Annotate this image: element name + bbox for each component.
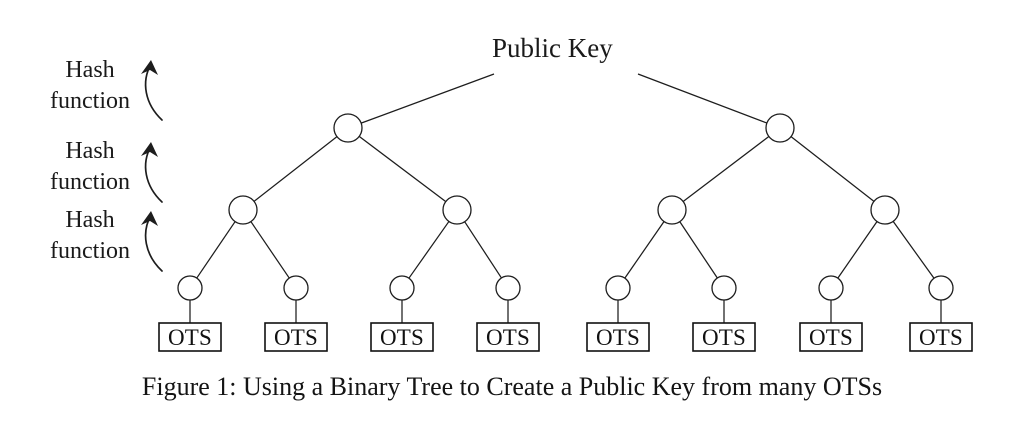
ots-box-3[interactable]: OTS bbox=[370, 322, 434, 352]
ots-leaf-boxes: OTS OTS OTS OTS OTS OTS OTS OTS bbox=[158, 322, 973, 352]
edge-l2-2-leaf-1 bbox=[408, 221, 450, 279]
tree-node-leaf-hash-level-2[interactable] bbox=[283, 275, 309, 301]
ots-box-label-4: OTS bbox=[486, 325, 530, 350]
hash-label-1-line2: function bbox=[50, 87, 130, 114]
edge-public-key-2 bbox=[637, 73, 768, 124]
edge-l2-4-leaf-2 bbox=[892, 221, 935, 279]
tree-node-leaf-hash-level-8[interactable] bbox=[928, 275, 954, 301]
ots-box-2[interactable]: OTS bbox=[264, 322, 328, 352]
ots-box-label-6: OTS bbox=[702, 325, 746, 350]
hash-label-1-line1: Hash bbox=[65, 57, 115, 83]
edge-l2-1-leaf-2 bbox=[250, 221, 290, 279]
tree-nodes bbox=[177, 113, 954, 301]
curved-up-arrow-icon-1 bbox=[141, 60, 163, 121]
ots-box-label-8: OTS bbox=[919, 325, 963, 350]
edge-l2-3-leaf-1 bbox=[624, 221, 665, 279]
tree-node-leaf-hash-level-5[interactable] bbox=[605, 275, 631, 301]
hash-function-label-2: Hash function bbox=[20, 136, 160, 197]
curved-up-arrow-icon-3 bbox=[141, 211, 163, 272]
edge-l1-1-l2-1 bbox=[253, 136, 338, 202]
edge-l2-4-leaf-1 bbox=[837, 221, 878, 279]
ots-box-label-1: OTS bbox=[168, 325, 212, 350]
figure-caption: Figure 1: Using a Binary Tree to Create … bbox=[141, 372, 883, 401]
public-key-label: Public Key bbox=[492, 33, 613, 63]
ots-box-1[interactable]: OTS bbox=[158, 322, 222, 352]
tree-node-leaf-hash-level-7[interactable] bbox=[818, 275, 844, 301]
hash-label-2-line1: Hash bbox=[65, 138, 115, 164]
ots-box-5[interactable]: OTS bbox=[586, 322, 650, 352]
tree-node-internal-level-2-4[interactable] bbox=[870, 195, 900, 225]
ots-box-label-5: OTS bbox=[596, 325, 640, 350]
ots-box-label-7: OTS bbox=[809, 325, 853, 350]
ots-box-6[interactable]: OTS bbox=[692, 322, 756, 352]
tree-node-leaf-hash-level-1[interactable] bbox=[177, 275, 203, 301]
tree-node-internal-level-2-3[interactable] bbox=[657, 195, 687, 225]
tree-edges bbox=[189, 73, 942, 323]
hash-arrows bbox=[141, 60, 163, 272]
hash-label-3-line1: Hash bbox=[65, 207, 115, 233]
tree-node-leaf-hash-level-6[interactable] bbox=[711, 275, 737, 301]
curved-up-arrow-icon-2 bbox=[141, 142, 163, 203]
edge-l1-1-l2-2 bbox=[358, 135, 447, 203]
ots-box-4[interactable]: OTS bbox=[476, 322, 540, 352]
tree-node-leaf-hash-level-3[interactable] bbox=[389, 275, 415, 301]
arrow-head-1 bbox=[141, 60, 158, 75]
edge-l2-1-leaf-1 bbox=[196, 221, 236, 279]
edge-l2-2-leaf-2 bbox=[464, 221, 502, 279]
hash-function-label-3: Hash function bbox=[20, 205, 160, 266]
edge-public-key-1 bbox=[360, 73, 495, 124]
tree-node-internal-level-1-1[interactable] bbox=[333, 113, 363, 143]
hash-label-2-line2: function bbox=[50, 168, 130, 195]
hash-label-3-line2: function bbox=[50, 237, 130, 264]
arrow-head-3 bbox=[141, 211, 158, 226]
tree-node-leaf-hash-level-4[interactable] bbox=[495, 275, 521, 301]
edge-l1-2-l2-1 bbox=[682, 135, 770, 203]
tree-node-internal-level-2-1[interactable] bbox=[228, 195, 258, 225]
ots-box-7[interactable]: OTS bbox=[799, 322, 863, 352]
ots-box-label-2: OTS bbox=[274, 325, 318, 350]
hash-function-label-1: Hash function bbox=[20, 55, 160, 116]
edge-l2-3-leaf-2 bbox=[679, 221, 718, 279]
ots-box-8[interactable]: OTS bbox=[909, 322, 973, 352]
arrow-head-2 bbox=[141, 142, 158, 157]
tree-node-internal-level-2-2[interactable] bbox=[442, 195, 472, 225]
tree-node-internal-level-1-2[interactable] bbox=[765, 113, 795, 143]
edge-l1-2-l2-2 bbox=[790, 136, 875, 202]
ots-box-label-3: OTS bbox=[380, 325, 424, 350]
